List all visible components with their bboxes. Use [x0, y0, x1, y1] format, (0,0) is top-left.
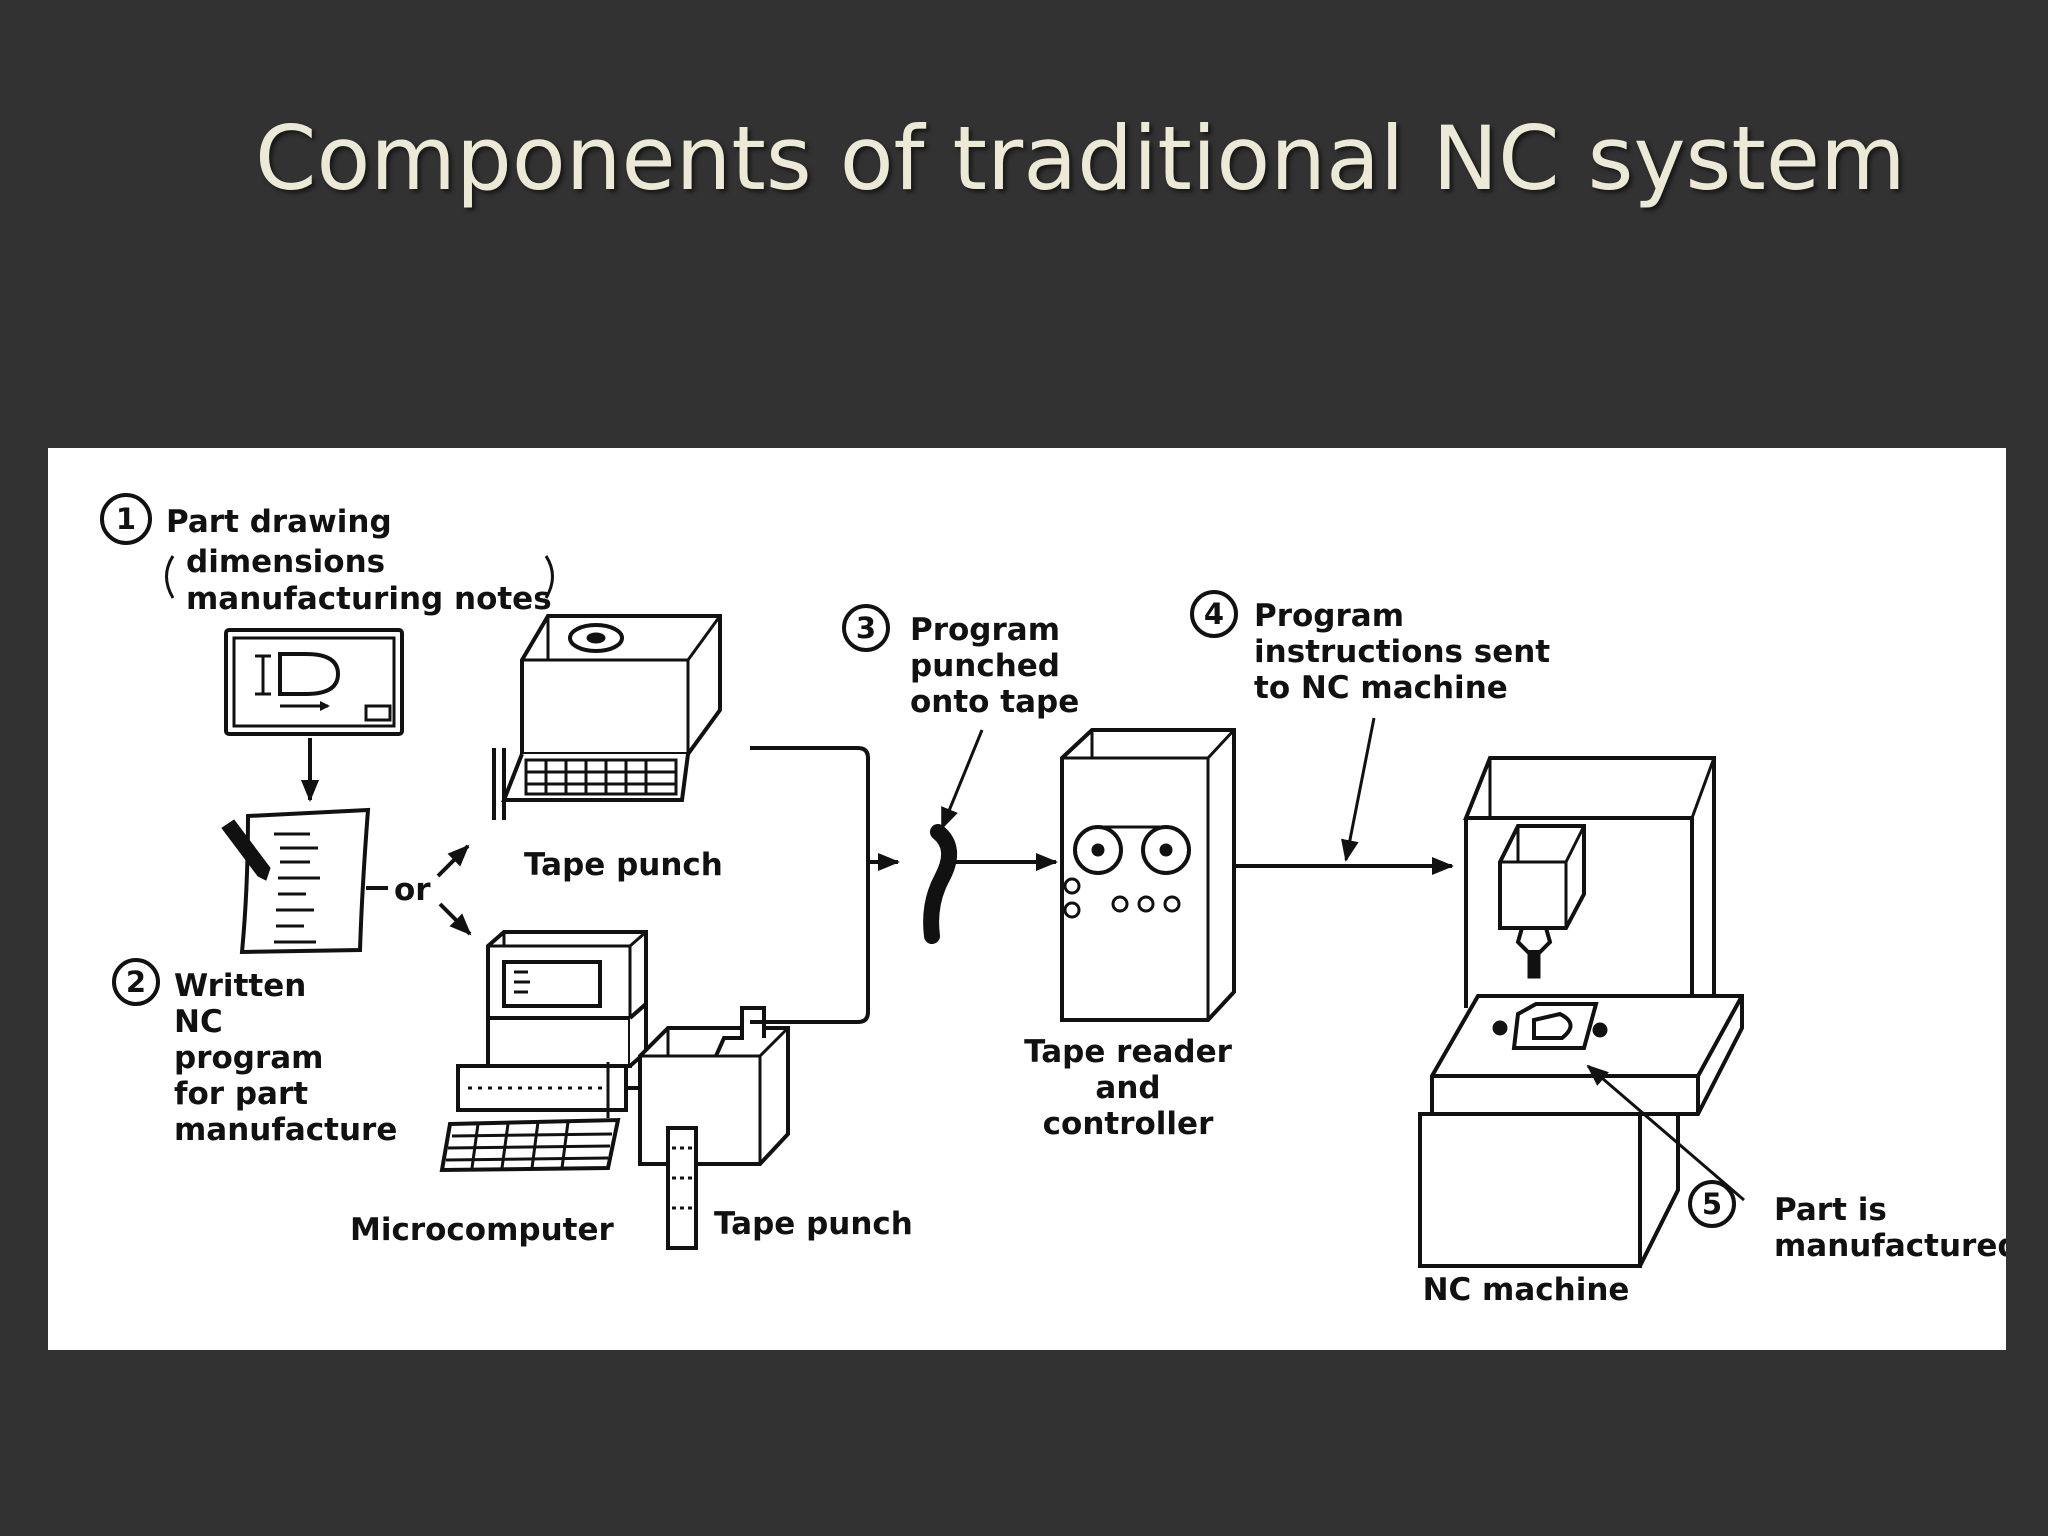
step-2-label-line-1: Written: [174, 968, 306, 1004]
step-3-label-line-1: Program: [910, 612, 1060, 648]
written-program-sheet-icon: [221, 807, 371, 955]
part-drawing-note-dimensions: dimensions: [186, 544, 385, 580]
step-2-number-badge: 2: [112, 958, 160, 1006]
left-parenthesis: [165, 555, 175, 599]
merge-connector: [750, 746, 900, 1024]
step-2-label-line-5: manufacture: [174, 1112, 397, 1148]
step-5-number-badge: 5: [1688, 1180, 1736, 1228]
tape-punch-bottom-label: Tape punch: [714, 1206, 913, 1242]
tape-reader-label-line-3: controller: [1043, 1106, 1214, 1142]
step-5-number: 5: [1702, 1187, 1722, 1221]
step-3-label-line-3: onto tape: [910, 684, 1079, 720]
right-parenthesis: [544, 555, 554, 599]
step-2-label-line-3: program: [174, 1040, 323, 1076]
arrow-to-microcomputer: [438, 902, 472, 936]
nc-machine-icon: [1418, 756, 1744, 1268]
nc-machine-label: NC machine: [1423, 1272, 1630, 1308]
step-3-pointer: [940, 729, 984, 830]
tape-punch-bottom-icon: [638, 1006, 790, 1250]
step-4-number-badge: 4: [1190, 590, 1238, 638]
step-2-written-program: 2 Written NC program for part manufactur…: [112, 807, 397, 1148]
part-drawing-sheet-icon: [224, 628, 404, 736]
step-4-number: 4: [1204, 597, 1224, 631]
microcomputer-icon: [439, 930, 648, 1173]
step-3-label-line-2: punched: [910, 648, 1060, 684]
tape-punch-top: Tape punch: [492, 614, 723, 883]
step-5-label-line-2: manufactured: [1774, 1228, 2006, 1264]
step-5-label-line-1: Part is: [1774, 1192, 1887, 1228]
step-3-number: 3: [856, 611, 876, 645]
workpiece-icon: [1492, 1002, 1608, 1050]
step-2-label-line-4: for part: [174, 1076, 308, 1112]
step-5-part-manufactured: 5 Part is manufactured: [1586, 1064, 2006, 1264]
nc-system-diagram: 1 Part drawing dimensions manufacturing …: [48, 448, 2006, 1350]
tape-reader-label-line-1: Tape reader: [1024, 1034, 1233, 1070]
or-label: or: [394, 872, 431, 908]
arrow-to-top-tape-punch: [436, 844, 470, 878]
step-4-label-line-3: to NC machine: [1254, 670, 1508, 706]
slide-title: Components of traditional NC system: [255, 107, 1906, 210]
tape-punch-top-label: Tape punch: [524, 847, 723, 883]
step-4-label-line-1: Program: [1254, 598, 1404, 634]
step-1-part-drawing: 1 Part drawing dimensions manufacturing …: [100, 493, 554, 802]
step-4-instructions: 4 Program instructions sent to NC machin…: [1190, 590, 1550, 875]
step-4-pointer: [1341, 717, 1376, 862]
step-2-number: 2: [126, 965, 146, 999]
step-1-number-badge: 1: [100, 493, 152, 545]
step-1-label: Part drawing: [166, 504, 392, 540]
nc-machine: NC machine: [1418, 756, 1744, 1308]
part-drawing-note-manufacturing: manufacturing notes: [186, 581, 552, 617]
tape-reader-controller: Tape reader and controller: [1024, 728, 1236, 1142]
or-branch: or: [366, 844, 472, 936]
tape-reader-label-line-2: and: [1095, 1070, 1160, 1106]
tape-punch-top-icon: [492, 614, 722, 820]
microcomputer-label: Microcomputer: [350, 1212, 615, 1248]
tape-punch-bottom: Tape punch: [638, 1006, 913, 1250]
step-2-label-line-2: NC: [174, 1004, 223, 1040]
tape-punch-top-keyboard: [524, 758, 678, 796]
step-3-punched-tape: 3 Program punched onto tape: [842, 604, 1079, 944]
step-1-number: 1: [116, 502, 136, 536]
tape-reader-icon: [1060, 728, 1236, 1022]
step-5-pointer: [1586, 1064, 1745, 1202]
step-3-number-badge: 3: [842, 604, 890, 652]
punched-tape-strip-icon: [923, 824, 957, 944]
step-4-label-line-2: instructions sent: [1254, 634, 1550, 670]
microcomputer: Microcomputer: [350, 930, 678, 1248]
